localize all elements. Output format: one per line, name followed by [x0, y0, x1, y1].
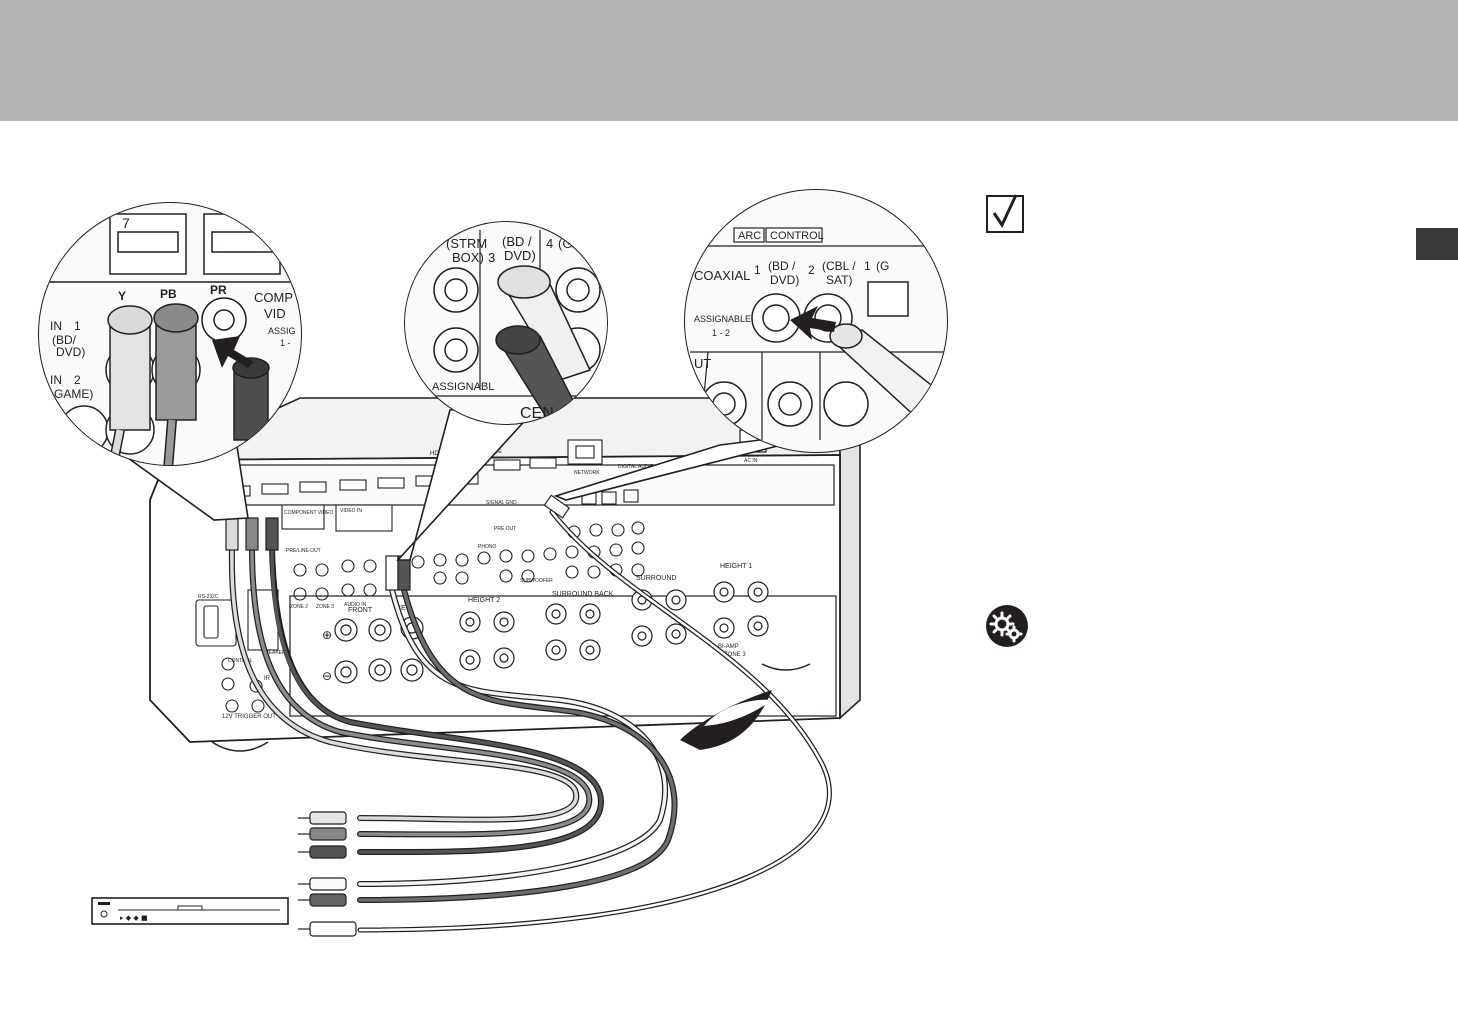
settings-gear-icon — [985, 604, 1029, 648]
panel-pre-line-out: PRE/LINE OUT — [286, 548, 321, 554]
label-control: CONTROL — [770, 230, 824, 242]
panel-front: FRONT — [348, 607, 373, 614]
label-assign: ASSIG — [268, 326, 296, 336]
label-coaxial: COAXIAL — [694, 268, 750, 283]
hdmi-slot-number: 7 — [122, 215, 130, 231]
label-assignable: ASSIGNABL — [432, 381, 494, 393]
label-pb: PB — [160, 287, 177, 301]
panel-signal-gnd: SIGNAL GND — [486, 500, 517, 506]
connection-illustration: HDMI IN ASSIGNABLE NETWORK DIGITAL AUDIO… — [38, 189, 948, 937]
label-1: 1 — [754, 263, 761, 277]
panel-pre-out: PRE OUT — [494, 526, 516, 532]
panel-ir: IR — [264, 676, 271, 682]
label-1b: 1 — [864, 259, 871, 273]
panel-audio-in: AUDIO IN — [344, 602, 367, 608]
zoom-coaxial: 2 ARC CONTROL COAXIAL 1 (BD / DVD) 2 (CB… — [684, 189, 948, 453]
label-comp: COMP — [254, 290, 293, 305]
panel-speakers: SPEAKERS — [262, 650, 290, 656]
bd-player-device: ▸ ◆ ◆ ■ — [91, 897, 289, 925]
panel-surround-back: SURROUND BACK — [552, 591, 614, 598]
panel-center: CE — [396, 605, 406, 612]
label-pr: PR — [210, 283, 227, 297]
panel-height1: HEIGHT 1 — [720, 563, 752, 570]
label-dvd: DVD) — [504, 248, 536, 263]
label-vid: VID — [264, 306, 286, 321]
checkmark-note-icon — [986, 193, 1026, 235]
panel-zone2: ZONE 2 — [290, 604, 308, 610]
panel-phono: PHONO — [478, 544, 496, 550]
panel-rs232c: RS-232C — [198, 594, 219, 600]
zoom-analog-audio: (STRM BOX) 3 (BD / DVD) 4 (GAM IN ASSIGN… — [404, 221, 608, 425]
panel-ac-in: AC IN — [744, 458, 758, 464]
label-2: 2 — [694, 229, 701, 243]
label-strm: (STRM — [446, 236, 487, 251]
label-in2: IN — [50, 373, 62, 387]
label-y: Y — [118, 289, 126, 303]
panel-component-video: COMPONENT VIDEO — [284, 510, 333, 516]
panel-video-in: VIDEO IN — [340, 508, 362, 514]
svg-text:⊖: ⊖ — [322, 669, 332, 683]
cables — [228, 509, 832, 933]
label-assign-num: 1 - — [280, 338, 291, 348]
panel-network-label: NETWORK — [574, 470, 600, 476]
label-2b: 2 — [808, 263, 815, 277]
label-out: UT — [694, 356, 711, 371]
label-bd: (BD / — [502, 234, 532, 249]
label-4: 4 — [546, 236, 553, 251]
panel-trigger-out: 12V TRIGGER OUT — [222, 714, 276, 720]
label-assignable-r: ASSIGNABLE — [694, 314, 751, 324]
label-in1: IN — [50, 319, 62, 333]
label-bd-r: (BD / — [768, 259, 796, 273]
panel-subwoofer: SUBWOOFER — [520, 578, 553, 584]
label-box: BOX) — [452, 250, 484, 265]
label-cbl: (CBL / — [822, 259, 856, 273]
label-in: IN — [410, 381, 422, 395]
label-in1-src2: DVD) — [56, 345, 85, 359]
panel-height2: HEIGHT 2 — [468, 597, 500, 604]
svg-text:▸ ◆ ◆ ■: ▸ ◆ ◆ ■ — [120, 914, 148, 922]
label-in1-src: (BD/ — [52, 333, 77, 347]
cable-plugs — [298, 811, 357, 937]
zoom-component-video: 7 Y PB PR COMP V — [38, 202, 302, 466]
label-range: 1 - 2 — [712, 328, 730, 338]
label-arc: ARC — [738, 230, 761, 242]
label-g: (G — [876, 259, 889, 273]
header-bar — [0, 0, 1458, 121]
label-in2-num: 2 — [74, 373, 81, 387]
panel-digital-audio-label: DIGITAL AUDIO IN — [618, 464, 661, 470]
panel-zone3: ZONE 3 — [316, 604, 334, 610]
label-sat: SAT) — [826, 273, 852, 287]
svg-text:⊕: ⊕ — [322, 628, 332, 642]
panel-surround: SURROUND — [636, 575, 676, 582]
panel-zone3-b: ZONE 3 — [724, 652, 746, 658]
panel-biamp: BI-AMP — [718, 644, 739, 650]
label-3: 3 — [488, 250, 495, 265]
label-in2-src: GAME) — [54, 387, 93, 401]
label-in1-num: 1 — [74, 319, 81, 333]
panel-control: CONTROL — [228, 658, 253, 664]
label-dvd-r: DVD) — [770, 273, 799, 287]
section-tab — [1416, 228, 1458, 260]
